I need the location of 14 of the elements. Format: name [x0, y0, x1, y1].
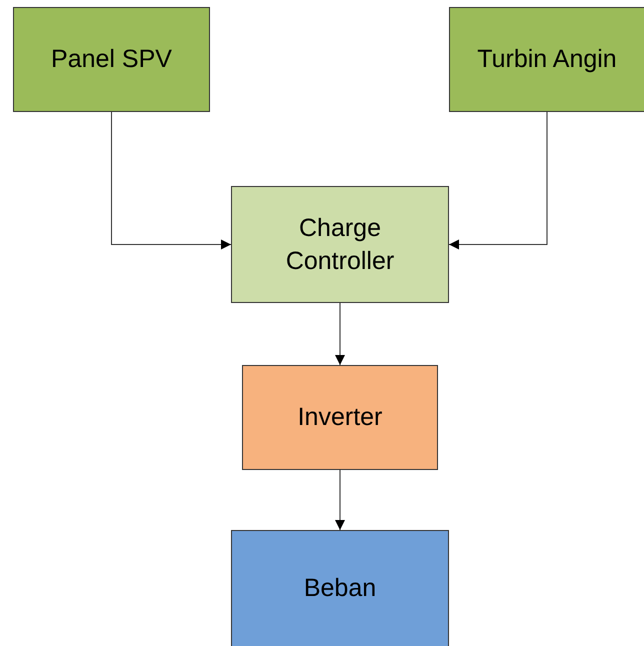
arrow: [335, 470, 345, 530]
process-box: [242, 365, 438, 470]
box-label: Charge Controller: [284, 213, 396, 276]
arrow: [111, 112, 232, 250]
box-label: Inverter: [298, 402, 382, 434]
box-label: Turbin Angin: [477, 44, 617, 76]
process-box: [13, 7, 210, 112]
process-box: [231, 530, 449, 646]
process-box: [231, 186, 449, 303]
arrow: [335, 302, 345, 366]
box-label: Panel SPV: [51, 44, 172, 76]
process-box: [449, 7, 644, 112]
arrow: [448, 112, 548, 250]
box-label: Beban: [304, 573, 376, 604]
